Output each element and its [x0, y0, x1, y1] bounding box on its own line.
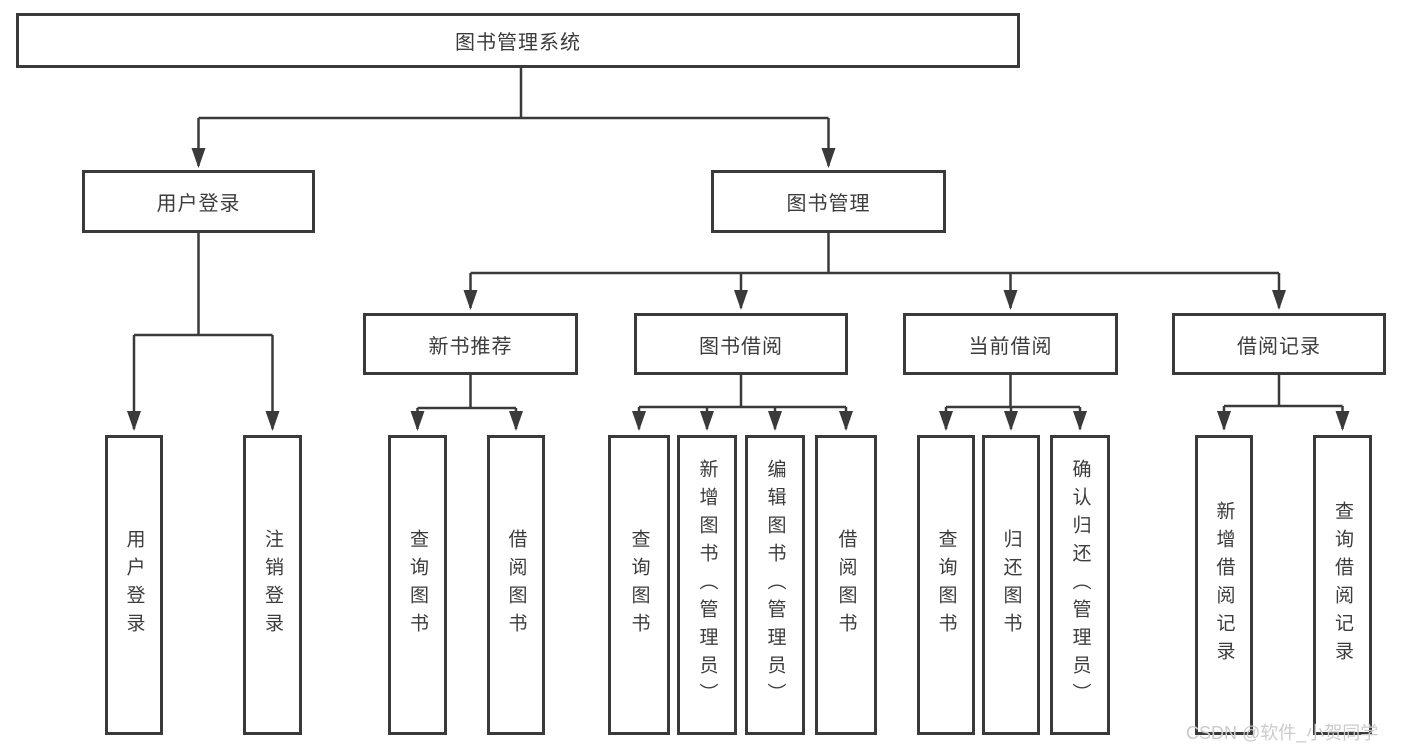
leaf-user-login-label: 用户登录	[123, 529, 145, 641]
connector-book-management-branch	[470, 232, 1279, 275]
leaf-query-books-c1: 查询图书	[608, 435, 670, 735]
leaf-add-borrow-record: 新增借阅记录	[1195, 435, 1253, 735]
connector-root-branch	[198, 68, 829, 120]
node-root-label: 图书管理系统	[455, 32, 581, 54]
leaf-query-borrow-record: 查询借阅记录	[1313, 435, 1372, 735]
node-new-book-recommend: 新书推荐	[363, 313, 578, 375]
connector-current-borrow-branch	[946, 375, 1080, 409]
node-borrow-records-label: 借阅记录	[1237, 335, 1321, 358]
csdn-watermark: CSDN @软件_小贺同学	[1186, 723, 1379, 743]
leaf-query-books-d1-label: 查询图书	[935, 529, 957, 641]
leaf-user-login: 用户登录	[105, 435, 163, 735]
connector-book-borrow-branch	[639, 375, 846, 409]
connector-borrow-records-branch	[1224, 375, 1343, 408]
node-current-borrow: 当前借阅	[903, 313, 1118, 375]
node-book-borrow: 图书借阅	[634, 313, 848, 375]
node-book-borrow-label: 图书借阅	[699, 335, 783, 358]
leaf-logout-label: 注销登录	[262, 529, 283, 641]
node-user-login-label: 用户登录	[156, 193, 241, 215]
leaf-add-borrow-record-label: 新增借阅记录	[1213, 501, 1235, 669]
node-book-management: 图书管理	[711, 170, 946, 233]
node-book-management-label: 图书管理	[786, 193, 871, 215]
leaf-confirm-return-admin-label: 确认归还（管理员）	[1069, 459, 1091, 711]
leaf-query-books-c1-label: 查询图书	[628, 529, 650, 641]
leaf-query-borrow-record-label: 查询借阅记录	[1332, 501, 1353, 669]
leaf-borrow-books-b2: 借阅图书	[487, 435, 545, 735]
node-borrow-records: 借阅记录	[1172, 313, 1386, 375]
connector-new-book-branch	[417, 375, 516, 410]
leaf-edit-books-admin-label: 编辑图书（管理员）	[764, 459, 786, 711]
connector-user-login-branch	[134, 233, 273, 337]
leaf-return-books-label: 归还图书	[1000, 529, 1022, 641]
leaf-add-books-admin-label: 新增图书（管理员）	[696, 459, 718, 711]
leaf-query-books-d1: 查询图书	[917, 435, 975, 735]
leaf-query-books-b1: 查询图书	[388, 435, 447, 735]
leaf-borrow-books-b2-label: 借阅图书	[505, 529, 527, 641]
leaf-add-books-admin: 新增图书（管理员）	[677, 435, 737, 735]
leaf-confirm-return-admin: 确认归还（管理员）	[1050, 435, 1110, 735]
node-new-book-recommend-label: 新书推荐	[428, 335, 513, 358]
node-user-login: 用户登录	[82, 170, 315, 233]
leaf-return-books: 归还图书	[982, 435, 1040, 735]
node-root: 图书管理系统	[16, 13, 1020, 68]
leaf-edit-books-admin: 编辑图书（管理员）	[745, 435, 805, 735]
leaf-borrow-books-c4: 借阅图书	[815, 435, 877, 735]
leaf-query-books-b1-label: 查询图书	[407, 529, 428, 641]
node-current-borrow-label: 当前借阅	[968, 335, 1053, 358]
leaf-logout: 注销登录	[243, 435, 302, 735]
leaf-borrow-books-c4-label: 借阅图书	[835, 529, 857, 641]
